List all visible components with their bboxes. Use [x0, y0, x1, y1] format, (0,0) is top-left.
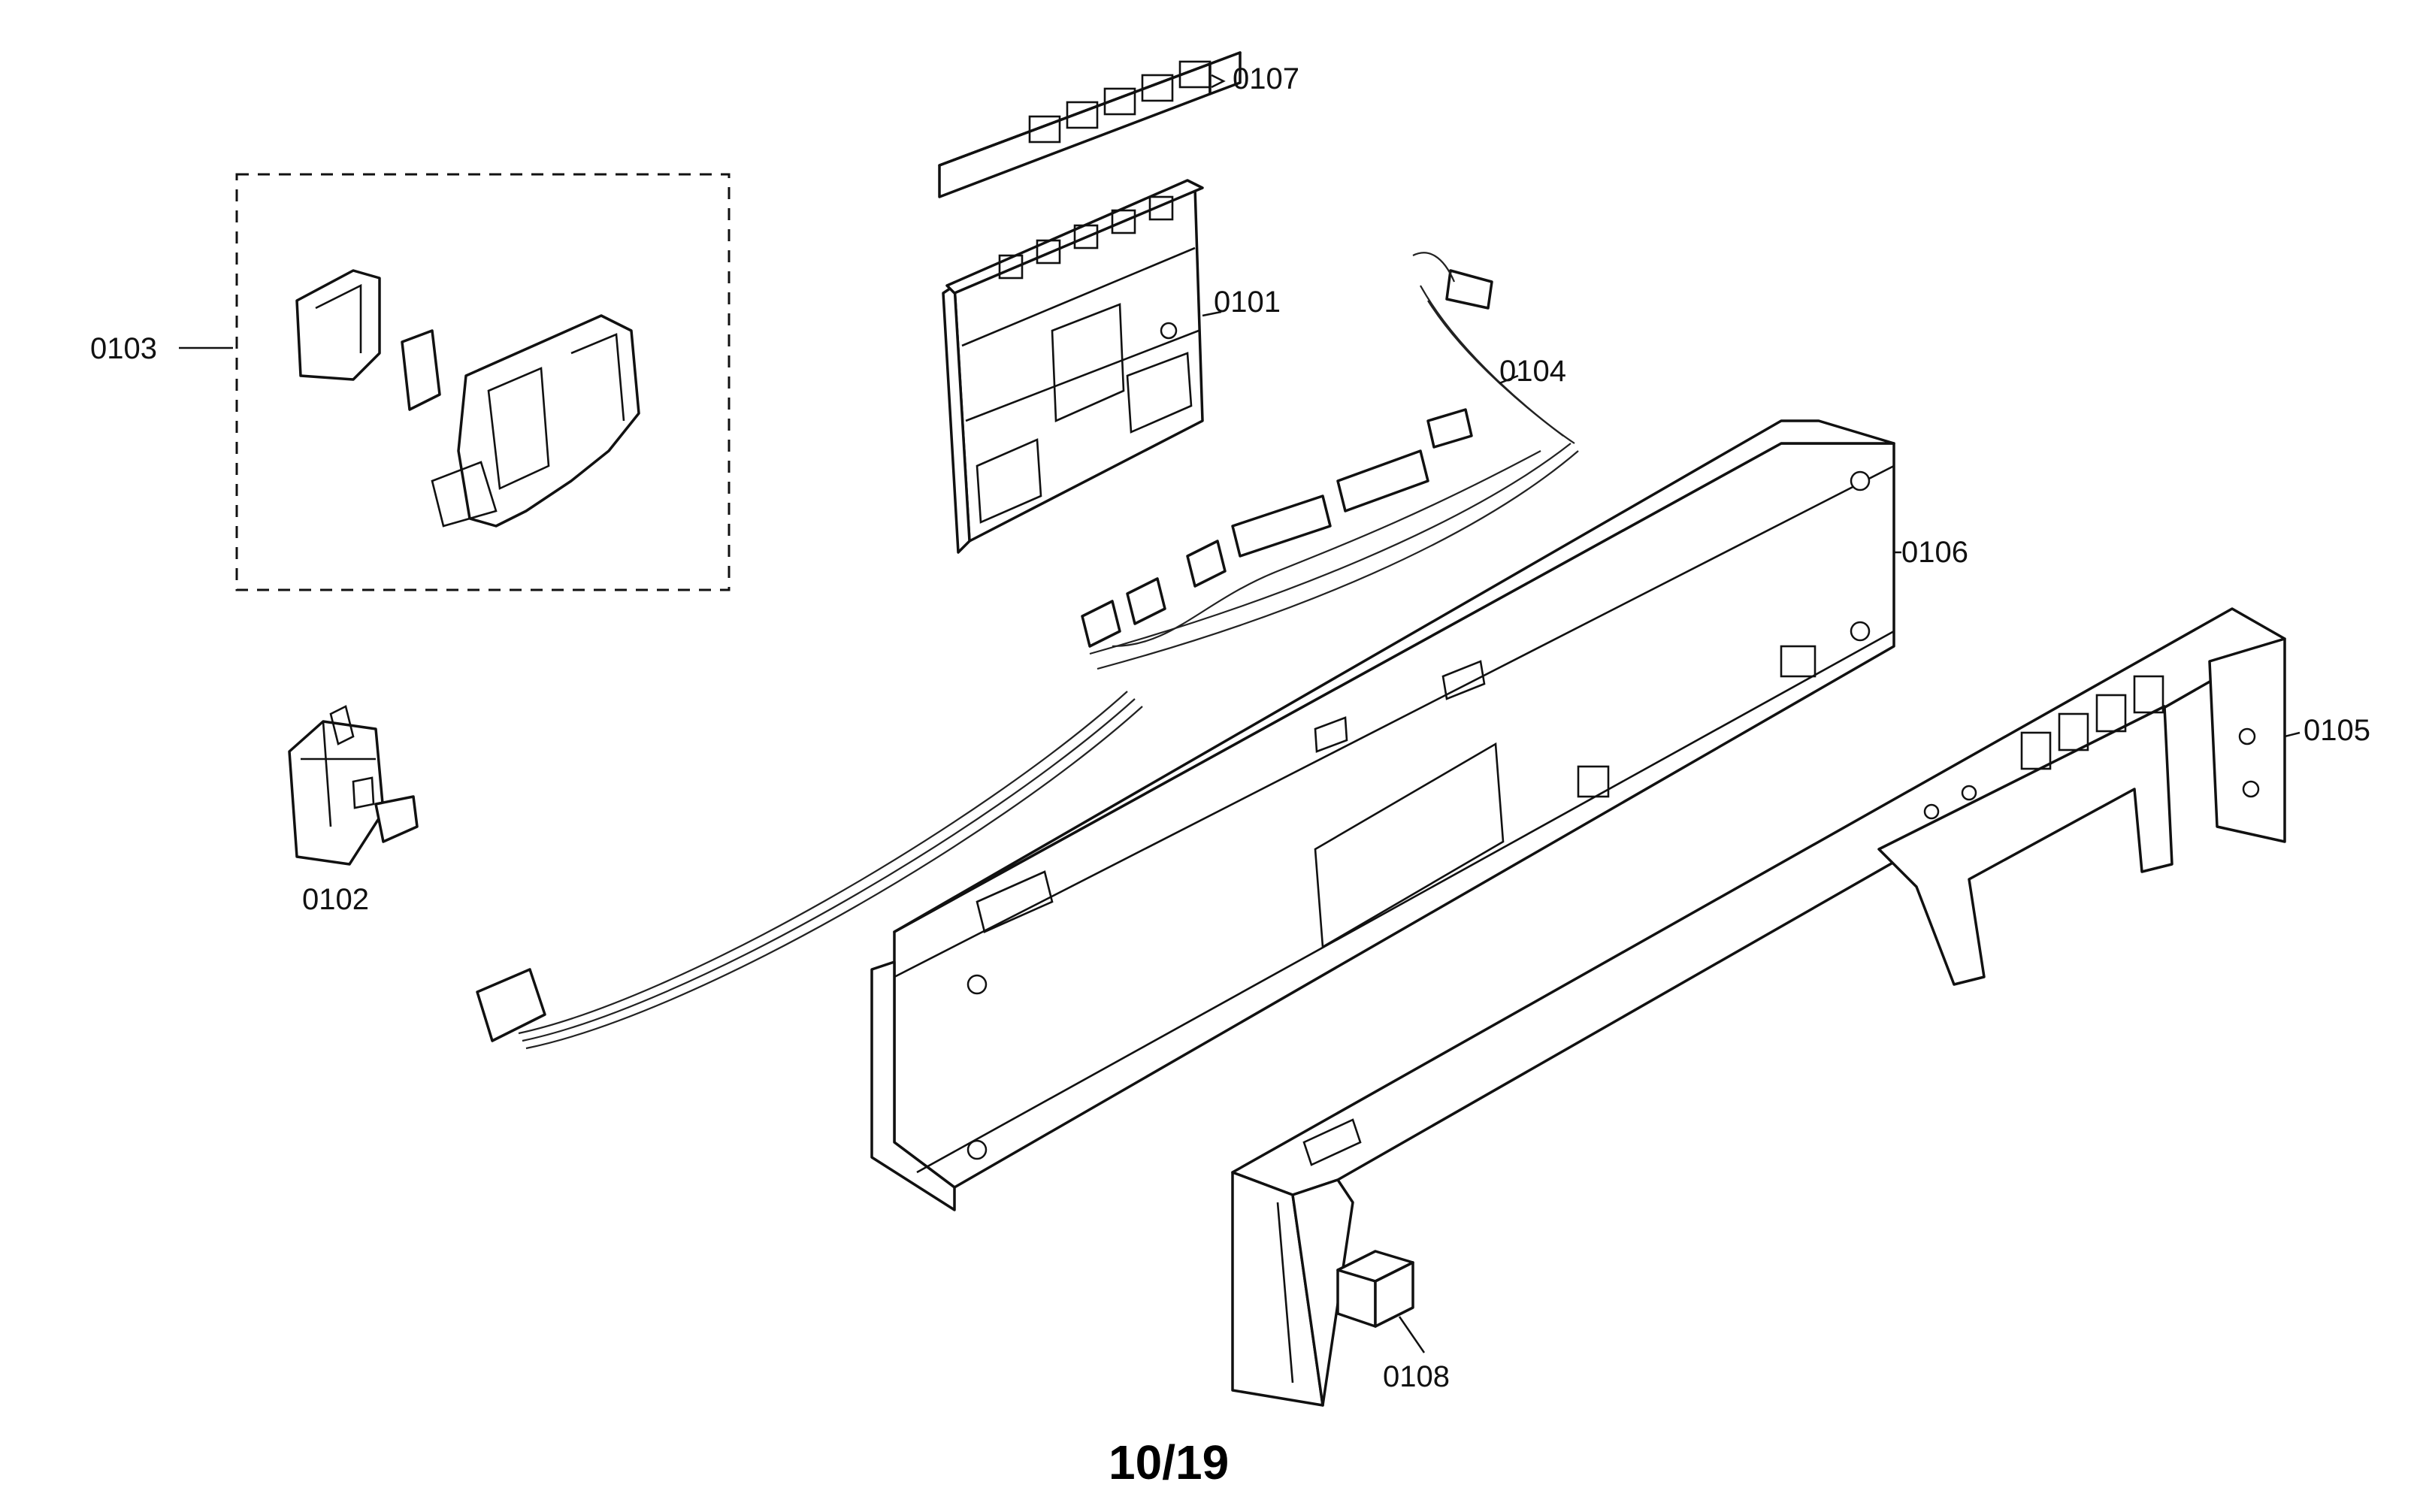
callout-0104: 0104	[1499, 355, 1566, 388]
page-number: 10/19	[1109, 1435, 1229, 1489]
callout-0106: 0106	[1901, 536, 1968, 569]
part-0104-wiring-harness	[476, 252, 1579, 1050]
callout-0103: 0103	[90, 332, 157, 365]
part-0102-switch	[288, 705, 419, 866]
callout-0101: 0101	[1214, 286, 1281, 319]
callout-0107: 0107	[1233, 62, 1299, 95]
leader-lines	[1202, 310, 2301, 738]
part-0103-relay-assembly	[179, 173, 731, 591]
callout-0108: 0108	[1383, 1360, 1450, 1393]
part-0106-inner-panel	[870, 419, 1895, 1211]
part-0108-cube	[1336, 1250, 1426, 1353]
part-0101-control-module	[942, 179, 1204, 554]
part-0107-keypad	[938, 51, 1242, 198]
callout-0105: 0105	[2304, 714, 2370, 747]
part-0103-dashed-frame	[235, 173, 731, 591]
callout-0102: 0102	[302, 883, 369, 916]
part-0105-fascia-frame	[1231, 607, 2286, 1407]
